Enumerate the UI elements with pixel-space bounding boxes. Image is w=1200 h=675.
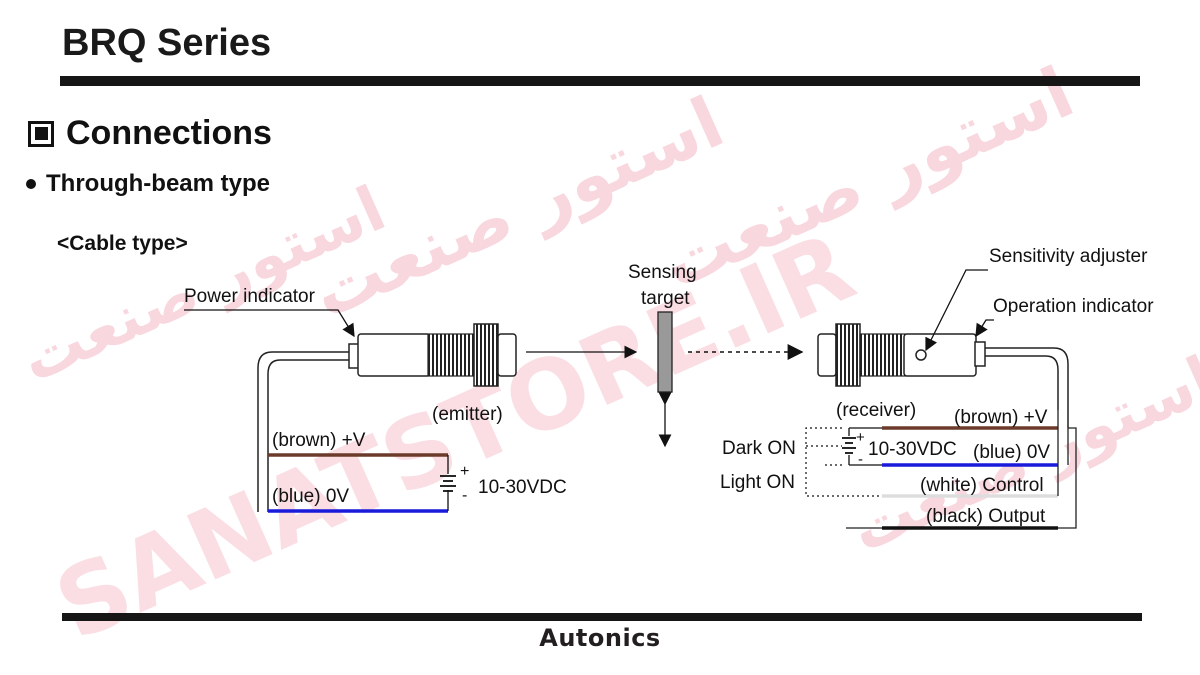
receiver-wire-black-label: (black) Output — [926, 506, 1046, 527]
emitter-supply-minus: - — [462, 487, 467, 504]
footer-divider — [62, 613, 1142, 621]
target-label-line2: target — [641, 288, 690, 309]
receiver-caption: (receiver) — [836, 400, 916, 421]
receiver-supply-plus: + — [856, 429, 865, 446]
power-indicator-label: Power indicator — [184, 286, 316, 307]
receiver-wire-blue-label: (blue) 0V — [973, 442, 1050, 463]
page-title: BRQ Series — [62, 22, 272, 64]
dark-on-label: Dark ON — [722, 438, 796, 459]
sensitivity-adjuster-label: Sensitivity adjuster — [989, 246, 1148, 267]
emitter-power-supply — [440, 475, 456, 492]
subheading: Through-beam type — [26, 170, 270, 198]
receiver-supply-minus: - — [858, 451, 863, 468]
operation-indicator-label: Operation indicator — [993, 296, 1154, 317]
receiver-cable — [980, 347, 1069, 428]
emitter-supply-voltage: 10-30VDC — [478, 477, 567, 498]
receiver-power-supply — [842, 427, 882, 466]
receiver-supply-voltage: 10-30VDC — [868, 439, 957, 460]
section-heading-text: Connections — [66, 114, 272, 152]
emitter-cable — [257, 351, 352, 512]
receiver-wire-white-label: (white) Control — [920, 475, 1044, 496]
power-indicator-leader — [184, 309, 355, 338]
light-on-label: Light ON — [720, 472, 795, 493]
cable-type-label: <Cable type> — [57, 232, 188, 255]
square-bullet-icon — [28, 120, 54, 147]
sensitivity-adjuster-leader — [925, 269, 988, 352]
receiver-wire-brown-label: (brown) +V — [954, 407, 1048, 428]
emitter-supply-plus: + — [460, 463, 469, 480]
control-select-wiring — [805, 427, 882, 497]
target-label-line1: Sensing — [628, 262, 697, 283]
emitter-wire-brown-label: (brown) +V — [272, 430, 366, 451]
header-divider — [60, 76, 1140, 86]
emitter-sensor — [257, 323, 517, 512]
bullet-icon — [26, 179, 36, 189]
section-heading: Connections — [28, 114, 272, 153]
sensing-target — [657, 311, 673, 393]
brand-logo: Autonics — [539, 624, 661, 652]
sensitivity-adjuster-knob — [915, 349, 927, 361]
emitter-wire-blue-label: (blue) 0V — [272, 486, 349, 507]
operation-indicator-leader — [975, 319, 994, 338]
emitter-caption: (emitter) — [432, 404, 503, 425]
receiver-sensor — [817, 323, 1077, 529]
subheading-text: Through-beam type — [46, 170, 271, 197]
